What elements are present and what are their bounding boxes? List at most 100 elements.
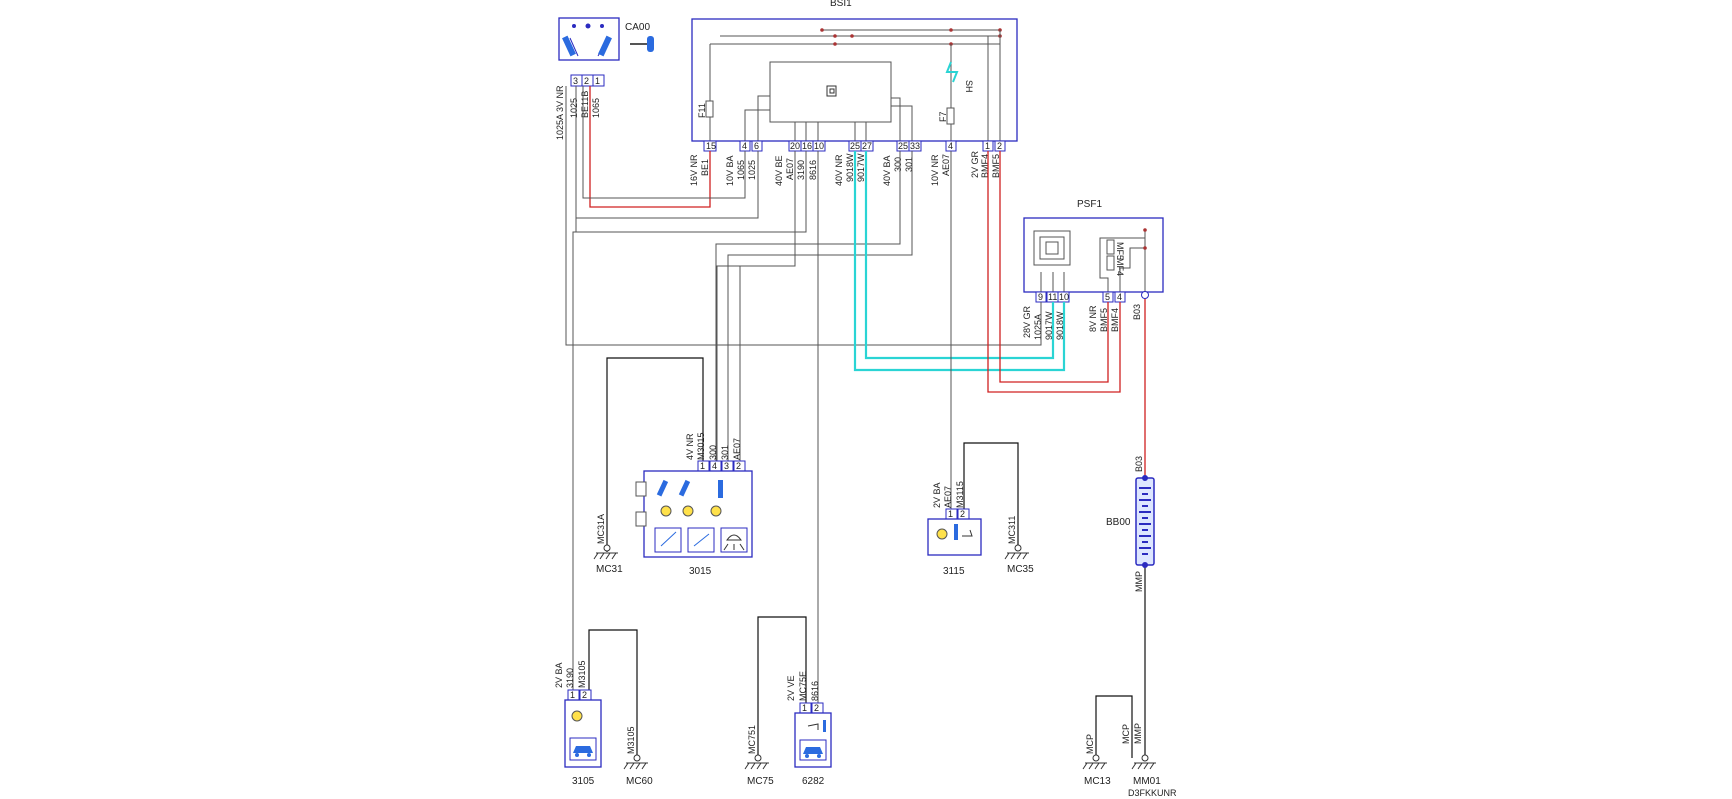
- connector-label: 40V BA: [882, 155, 892, 186]
- lamp-unit-pin: 3: [724, 461, 729, 471]
- connector-label: 4V NR: [685, 433, 695, 460]
- connector-label: 40V NR: [834, 154, 844, 186]
- connector-label: 10V BA: [725, 155, 735, 186]
- bsi-pin: 6: [754, 141, 759, 151]
- ca00-pins: 3 2 1: [570, 74, 605, 87]
- wire-label: AE07: [943, 486, 953, 508]
- wire-label: 8616: [808, 160, 818, 180]
- bsi-pin: 4: [742, 141, 747, 151]
- dome-light-icon: [723, 534, 745, 551]
- bsi-pin: 15: [706, 141, 716, 151]
- wire-label: B03: [1134, 456, 1144, 472]
- ground-wire-label: MCP: [1085, 734, 1095, 754]
- ground-wire-label: MC751: [747, 725, 757, 754]
- psf-pin: 5: [1105, 292, 1110, 302]
- bsi-pin: 25: [850, 141, 860, 151]
- wire-label: 300: [893, 157, 903, 172]
- ground-wire-label: MMP: [1133, 723, 1143, 744]
- psf-pins: 9 11 10 5 4: [1035, 291, 1149, 303]
- wire-label: AE07: [941, 154, 951, 176]
- psf-label: PSF1: [1077, 199, 1102, 210]
- wire-label: 1065: [736, 160, 746, 180]
- diagram-code: D3FKKUNR: [1128, 788, 1177, 798]
- wire-label: 1025A: [1033, 314, 1043, 340]
- sensor-pin: 1: [948, 509, 953, 519]
- sensor-label: 3115: [943, 566, 965, 577]
- wire-label: 9018W: [845, 153, 855, 182]
- wire-label: 1065: [591, 98, 601, 118]
- ground-label: MC13: [1084, 776, 1111, 787]
- wire-label: M3115: [955, 481, 965, 508]
- ca00-connector-label: 1025A 3V NR: [555, 85, 565, 140]
- wire-label: M3105: [577, 660, 587, 688]
- courtesy-6282: 1 2 2V VE MC75E 8616 6282: [786, 671, 832, 787]
- wire-label: 9017W: [856, 153, 866, 182]
- wire-label: AE07: [732, 438, 742, 460]
- connector-label: 16V NR: [689, 154, 699, 186]
- ground-wire-label: MC311: [1007, 516, 1017, 544]
- bsi-pin: 25: [898, 141, 908, 151]
- lamp-unit-pin: 4: [712, 461, 717, 471]
- bsi-pin: 2: [997, 141, 1002, 151]
- ca00-switch: CA00 3 2 1 1025A 3V NR 1025 BE11B 1065: [555, 17, 654, 140]
- bsi-unit: BSI1 F11 F7 SH: [689, 0, 1018, 186]
- bsi-wire-labels: 16V NR BE1 10V BA 1065 1025 40V BE AE07 …: [689, 150, 1001, 186]
- battery-label: BB00: [1106, 517, 1131, 528]
- bsi-label: BSI1: [830, 0, 852, 9]
- ground-mm01: MCP MMP MM01: [1121, 723, 1161, 787]
- sensor-3115: 1 2 2V BA AE07 M3115 3115: [927, 481, 982, 577]
- fuse-mf5-label: MF5: [1115, 242, 1125, 260]
- connector-label: 28V GR: [1022, 305, 1032, 338]
- bsi-pin: 27: [862, 141, 872, 151]
- lamp-unit-label: 3015: [689, 566, 712, 577]
- bsi-pin: 4: [948, 141, 953, 151]
- ca00-pin: 2: [584, 76, 589, 86]
- wire-label: 1025: [569, 98, 579, 118]
- wire-label: BMF5: [1099, 308, 1109, 332]
- courtesy-pin: 1: [802, 703, 807, 713]
- wire-label: AE07: [785, 158, 795, 180]
- ca00-pin: 1: [595, 76, 600, 86]
- connector-label: 2V VE: [786, 675, 796, 701]
- courtesy-pin: 1: [570, 690, 575, 700]
- ground-label: MM01: [1133, 776, 1161, 787]
- connector-label: 10V NR: [930, 154, 940, 186]
- bsi-pin: 20: [790, 141, 800, 151]
- courtesy-pin: 2: [814, 703, 819, 713]
- lamp-unit-pin: 1: [700, 461, 705, 471]
- ground-mc35: MC311 MC35: [1004, 516, 1034, 575]
- ground-label: MC31: [596, 564, 623, 575]
- wire-label: BMF4: [1110, 308, 1120, 332]
- wire-label: 301: [904, 157, 914, 172]
- wire-label: 3190: [796, 160, 806, 180]
- shunt-sh-label: SH: [964, 80, 974, 93]
- car-icon: [573, 746, 593, 757]
- ground-label: MC60: [626, 776, 653, 787]
- psf-pin: 9: [1038, 292, 1043, 302]
- wire-label: B03: [1132, 304, 1142, 320]
- courtesy-label: 3105: [572, 776, 595, 787]
- connector-label: 2V BA: [554, 662, 564, 688]
- ground-wire-label: MC31A: [596, 514, 606, 544]
- fuse-mf4-label: MF4: [1115, 258, 1125, 276]
- wire-label: 301: [720, 445, 730, 460]
- wire-label: 9017W: [1044, 311, 1054, 340]
- courtesy-label: 6282: [802, 776, 825, 787]
- battery-bb00: B03 BB00 MMP: [1106, 456, 1155, 592]
- bulb-icon: [660, 505, 722, 517]
- psf-pin: 11: [1048, 292, 1057, 302]
- wire-label: MC75E: [798, 671, 808, 701]
- ca00-label: CA00: [625, 22, 650, 33]
- bsi-pins: 15 4 6 20 16 10 25 27 25 33 4 1 2: [703, 140, 1006, 152]
- connector-label: 2V BA: [932, 482, 942, 508]
- wire-label: BMF5: [991, 154, 1001, 178]
- ground-wire-label: MCP: [1121, 724, 1131, 744]
- ca00-pin: 3: [573, 76, 578, 86]
- ground-mc60: M3105 MC60: [623, 726, 653, 787]
- wire-label: MMP: [1134, 571, 1144, 592]
- fuse-f11-label: F11: [697, 103, 707, 118]
- lamp-unit-pin: 2: [736, 461, 741, 471]
- psf-pin: 4: [1117, 292, 1122, 302]
- wire-label: BMF4: [980, 154, 990, 178]
